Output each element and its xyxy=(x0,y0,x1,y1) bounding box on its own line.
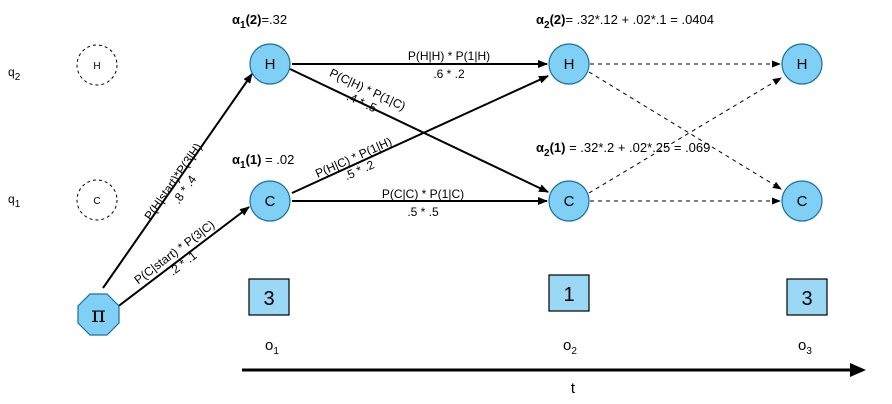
start-state-pi: π xyxy=(77,293,120,336)
row-label-q1: q1 xyxy=(8,192,21,210)
state-c-t2: C xyxy=(548,180,590,222)
svg-text:H: H xyxy=(797,56,808,73)
edge-label-pi-h: P(H|start)*P(3|H) .8 * .4 xyxy=(141,141,204,223)
edge-c-h xyxy=(291,75,549,194)
time-axis-arrowhead xyxy=(850,363,866,377)
reference-state-c: C xyxy=(76,179,118,221)
reference-state-h: H xyxy=(76,44,118,86)
observation-label-1: o1 xyxy=(265,337,279,357)
svg-text:H: H xyxy=(564,56,575,73)
observation-label-2: o2 xyxy=(563,337,577,357)
time-axis-label: t xyxy=(571,380,576,397)
svg-text:P(H|H) * P(1|H): P(H|H) * P(1|H) xyxy=(408,49,490,63)
svg-text:H: H xyxy=(93,61,100,72)
observation-box-1: 3 xyxy=(248,278,290,316)
svg-text:π: π xyxy=(91,303,105,328)
alpha-1-1: α1(1) = .02 xyxy=(232,152,294,171)
svg-text:C: C xyxy=(93,196,100,207)
svg-text:1: 1 xyxy=(563,284,574,306)
svg-text:3: 3 xyxy=(801,288,812,310)
edge-pi-c xyxy=(115,206,250,309)
edge-label-h-c: P(C|H) * P(1|C) .4 * .5 xyxy=(327,66,407,116)
edge-dashed-c-h xyxy=(588,77,782,194)
svg-text:C: C xyxy=(265,193,276,210)
edge-pi-h xyxy=(102,73,253,289)
edge-label-c-c: P(C|C) * P(1|C) .5 * .5 xyxy=(362,187,480,219)
svg-text:P(C|C) * P(1|C): P(C|C) * P(1|C) xyxy=(382,187,464,201)
alpha-2-1: α2(1) = .32*.2 + .02*.25 = .069 xyxy=(536,140,710,159)
row-label-q2: q2 xyxy=(8,65,21,83)
edge-h-c xyxy=(289,68,549,193)
state-c-t1: C xyxy=(249,180,291,222)
alpha-2-2: α2(2)= .32*.12 + .02*.1 = .0404 xyxy=(536,12,714,31)
observation-label-3: o3 xyxy=(798,337,812,357)
svg-text:.5 * .5: .5 * .5 xyxy=(407,205,439,219)
edge-dashed-h-c xyxy=(588,71,782,190)
svg-text:H: H xyxy=(265,56,276,73)
state-c-t3: C xyxy=(781,180,823,222)
state-h-t3: H xyxy=(781,43,823,85)
observation-box-2: 1 xyxy=(548,274,590,312)
svg-text:.6 * .2: .6 * .2 xyxy=(433,67,465,81)
edge-label-c-h: P(H|C) * P(1|H) .5 * .2 xyxy=(313,134,394,183)
state-h-t2: H xyxy=(548,43,590,85)
edge-label-h-h: P(H|H) * P(1|H) .6 * .2 xyxy=(408,49,490,81)
state-h-t1: H xyxy=(249,43,291,85)
svg-text:C: C xyxy=(564,193,575,210)
observation-box-3: 3 xyxy=(786,278,828,316)
svg-text:3: 3 xyxy=(263,288,274,310)
svg-text:C: C xyxy=(797,193,808,210)
alpha-1-2: α1(2)=.32 xyxy=(232,12,287,31)
